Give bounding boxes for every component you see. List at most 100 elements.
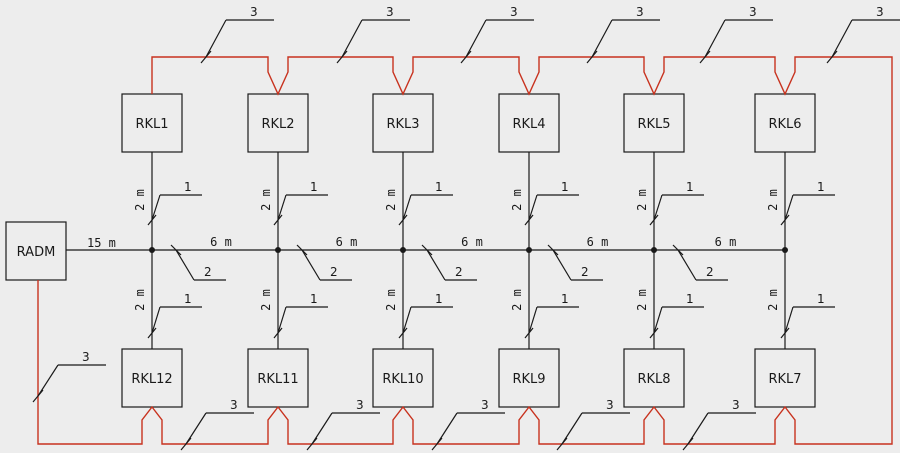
branch-length-label: 2 m — [766, 289, 780, 311]
tag-leader — [301, 249, 321, 281]
tag-leader — [784, 306, 794, 334]
distribution-box-top — [498, 93, 560, 153]
tag-leader — [185, 412, 207, 445]
tag-3-label: 3 — [250, 5, 258, 19]
tag-1-label: 1 — [310, 292, 318, 306]
tag-leader — [528, 306, 538, 334]
branch-length-label: 2 m — [766, 189, 780, 211]
tag-leader — [528, 194, 538, 221]
tag-3-label: 3 — [636, 5, 644, 19]
branch-length-label: 2 m — [259, 289, 273, 311]
distribution-box-label: RKL4 — [512, 117, 545, 132]
distribution-box-top — [372, 93, 434, 153]
tag-1-label: 1 — [561, 292, 569, 306]
distribution-box-label: RKL3 — [386, 117, 419, 132]
tag-2-label: 2 — [204, 265, 212, 279]
tag-leader — [402, 194, 412, 221]
tag-2-label: 2 — [706, 265, 714, 279]
tag-1-label: 1 — [184, 180, 192, 194]
tag-2-label: 2 — [581, 265, 589, 279]
feeder-length-label: 15 m — [87, 236, 116, 250]
tag-leader — [687, 412, 709, 445]
tag-1-label: 1 — [686, 180, 694, 194]
tag-leader — [561, 412, 583, 445]
distribution-box-top — [623, 93, 685, 153]
distribution-box-bottom — [623, 348, 685, 408]
branch-length-label: 2 m — [384, 189, 398, 211]
tag-2-label: 2 — [455, 265, 463, 279]
tag-3-label: 3 — [749, 5, 757, 19]
distribution-box-label: RKL1 — [135, 117, 168, 132]
branch-length-label: 2 m — [259, 189, 273, 211]
distribution-box-label: RKL6 — [768, 117, 801, 132]
tag-leader — [277, 306, 287, 334]
tag-3-label: 3 — [356, 398, 364, 412]
tag-3-label: 3 — [732, 398, 740, 412]
distribution-box-bottom — [754, 348, 816, 408]
tag-3-label: 3 — [876, 5, 884, 19]
tag-leader — [465, 19, 487, 58]
branch-length-label: 2 m — [510, 189, 524, 211]
tag-3-label: 3 — [82, 350, 90, 364]
distribution-box-label: RKL11 — [257, 372, 298, 387]
tag-1-label: 1 — [817, 292, 825, 306]
tag-leader — [277, 194, 287, 221]
loop-cable — [37, 56, 893, 445]
distribution-box-label: RKL5 — [637, 117, 670, 132]
branch-length-label: 2 m — [133, 289, 147, 311]
distribution-box-bottom — [372, 348, 434, 408]
junction-dot — [275, 247, 281, 253]
distribution-box-label: RKL12 — [131, 372, 172, 387]
tag-leader — [341, 19, 363, 58]
branch-length-label: 2 m — [635, 289, 649, 311]
tag-leader — [151, 306, 161, 334]
tag-leader — [552, 249, 572, 281]
tag-1-label: 1 — [686, 292, 694, 306]
tag-3-label: 3 — [510, 5, 518, 19]
junction-dot — [526, 247, 532, 253]
tag-1-label: 1 — [310, 180, 318, 194]
tag-leader — [677, 249, 697, 281]
radm-box — [5, 221, 67, 281]
segment-length-label: 6 m — [461, 235, 483, 249]
distribution-box-label: RKL8 — [637, 372, 670, 387]
segment-length-label: 6 m — [715, 235, 737, 249]
branch-length-label: 2 m — [635, 189, 649, 211]
tag-leader — [37, 364, 59, 397]
tag-leader — [205, 19, 227, 58]
tag-leader — [402, 306, 412, 334]
tag-leader — [436, 412, 458, 445]
segment-length-label: 6 m — [210, 235, 232, 249]
tag-2-label: 2 — [330, 265, 338, 279]
junction-dot — [149, 247, 155, 253]
tag-leader — [151, 194, 161, 221]
tag-leader — [311, 412, 333, 445]
distribution-box-label: RKL7 — [768, 372, 801, 387]
distribution-box-label: RKL10 — [382, 372, 423, 387]
distribution-box-label: RKL2 — [261, 117, 294, 132]
branch-length-label: 2 m — [510, 289, 524, 311]
tag-3-label: 3 — [386, 5, 394, 19]
junction-dot — [782, 247, 788, 253]
junction-dot — [651, 247, 657, 253]
radm-label: RADM — [17, 245, 56, 260]
tag-1-label: 1 — [184, 292, 192, 306]
distribution-box-top — [754, 93, 816, 153]
segment-length-label: 6 m — [587, 235, 609, 249]
tag-1-label: 1 — [435, 292, 443, 306]
segment-length-label: 6 m — [336, 235, 358, 249]
distribution-box-top — [121, 93, 183, 153]
tag-1-label: 1 — [817, 180, 825, 194]
tag-leader — [175, 249, 195, 281]
branch-length-label: 2 m — [384, 289, 398, 311]
tag-leader — [784, 194, 794, 221]
tag-3-label: 3 — [606, 398, 614, 412]
tag-leader — [704, 19, 726, 58]
distribution-box-bottom — [247, 348, 309, 408]
tag-leader — [831, 19, 853, 58]
branch-length-label: 2 m — [133, 189, 147, 211]
junction-dot — [400, 247, 406, 253]
distribution-box-bottom — [498, 348, 560, 408]
